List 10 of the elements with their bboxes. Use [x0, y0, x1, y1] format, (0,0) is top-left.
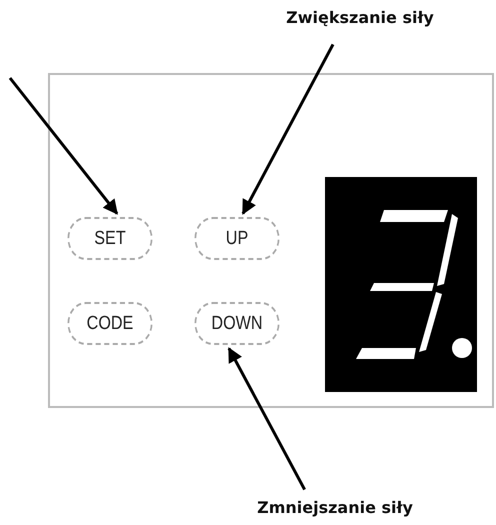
down-button: DOWN: [194, 302, 280, 345]
up-button: UP: [194, 217, 280, 260]
annotation-text: Zwiększanie siły: [270, 8, 450, 36]
set-button: SET: [68, 217, 152, 260]
arrow: [242, 44, 334, 215]
annotation-text: Zmniejszanie siły: [240, 498, 430, 525]
arrow: [228, 347, 306, 490]
code-button: CODE: [68, 302, 152, 345]
control-panel: [48, 73, 494, 408]
arrow: [8, 77, 118, 215]
